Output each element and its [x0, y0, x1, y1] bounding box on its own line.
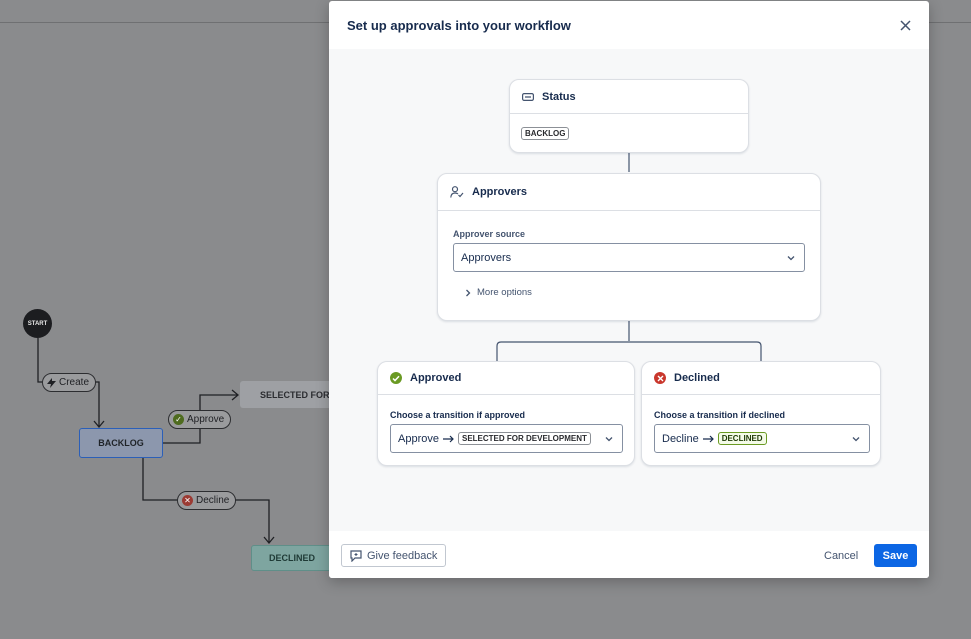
approver-source-label: Approver source	[453, 229, 526, 239]
approved-card: Approved Choose a transition if approved…	[377, 361, 635, 466]
chevron-right-icon	[466, 289, 471, 296]
declined-transition-select[interactable]: Decline DECLINED	[654, 424, 870, 453]
feedback-icon	[350, 549, 362, 562]
lightning-icon	[47, 377, 56, 388]
modal-body: Status BACKLOG Approvers Approver source…	[329, 49, 929, 531]
workflow-declined-node[interactable]: DECLINED	[251, 545, 333, 571]
cross-icon: ✕	[182, 495, 193, 506]
status-card-title: Status	[542, 90, 576, 103]
decline-transition-chip[interactable]: ✕ Decline	[177, 491, 237, 510]
declined-card: Declined Choose a transition if declined…	[641, 361, 881, 466]
close-button[interactable]	[895, 15, 915, 35]
error-cross-icon	[654, 372, 666, 384]
modal-header: Set up approvals into your workflow	[329, 1, 929, 49]
declined-transition-name: Decline	[662, 432, 699, 445]
cancel-button[interactable]: Cancel	[824, 549, 859, 562]
give-feedback-label: Give feedback	[367, 549, 438, 562]
approved-card-title: Approved	[410, 372, 462, 384]
approver-user-icon	[450, 186, 464, 198]
status-icon	[522, 92, 534, 101]
declined-card-header: Declined	[642, 362, 880, 395]
selected-label: SELECTED FOR DEVELOPMENT	[260, 389, 340, 400]
give-feedback-button[interactable]: Give feedback	[341, 544, 447, 567]
approvers-card-title: Approvers	[472, 186, 528, 198]
arrow-right-icon	[442, 435, 454, 442]
approved-transition-label: Choose a transition if approved	[390, 410, 526, 420]
arrow-right-icon	[702, 435, 714, 442]
status-lozenge: BACKLOG	[521, 127, 570, 140]
modal-title: Set up approvals into your workflow	[347, 18, 571, 33]
declined-label: DECLINED	[268, 553, 315, 563]
declined-transition-label: Choose a transition if declined	[654, 410, 786, 420]
save-button[interactable]: Save	[874, 544, 917, 567]
workflow-start-node[interactable]: START	[23, 309, 52, 338]
workflow-backlog-node[interactable]: BACKLOG	[79, 428, 163, 458]
start-label: START	[27, 320, 48, 327]
backlog-label: BACKLOG	[98, 438, 144, 448]
close-icon	[899, 19, 911, 31]
success-check-icon	[390, 372, 402, 384]
declined-target-lozenge: DECLINED	[717, 432, 767, 445]
decline-label: Decline	[196, 495, 230, 506]
workflow-selected-node[interactable]: SELECTED FOR DEVELOPMENT	[240, 381, 340, 408]
approver-source-select[interactable]: Approvers	[453, 243, 805, 272]
create-label: Create	[59, 377, 90, 388]
approvers-card-header: Approvers	[438, 174, 820, 211]
status-card: Status BACKLOG	[509, 79, 749, 153]
approve-label: Approve	[187, 414, 225, 425]
create-transition-chip[interactable]: Create	[42, 373, 97, 392]
modal-footer: Give feedback Cancel Save	[329, 531, 929, 578]
approved-target-lozenge: SELECTED FOR DEVELOPMENT	[457, 432, 591, 445]
chevron-down-icon	[605, 436, 613, 441]
chevron-down-icon	[852, 436, 860, 441]
flow-connectors	[496, 152, 762, 361]
more-options-label: More options	[477, 287, 532, 298]
approved-card-header: Approved	[378, 362, 634, 395]
declined-card-title: Declined	[674, 372, 720, 384]
approvals-modal: Set up approvals into your workflow Stat…	[329, 1, 929, 578]
approvers-card: Approvers Approver source Approvers More…	[437, 173, 821, 321]
chevron-down-icon	[787, 255, 795, 260]
approved-transition-name: Approve	[398, 432, 439, 445]
approved-transition-select[interactable]: Approve SELECTED FOR DEVELOPMENT	[390, 424, 623, 453]
approve-transition-chip[interactable]: ✓ Approve	[168, 410, 232, 429]
more-options-toggle[interactable]: More options	[465, 287, 532, 298]
check-icon: ✓	[173, 414, 184, 425]
approver-source-value: Approvers	[461, 251, 512, 264]
status-card-header: Status	[510, 80, 748, 114]
